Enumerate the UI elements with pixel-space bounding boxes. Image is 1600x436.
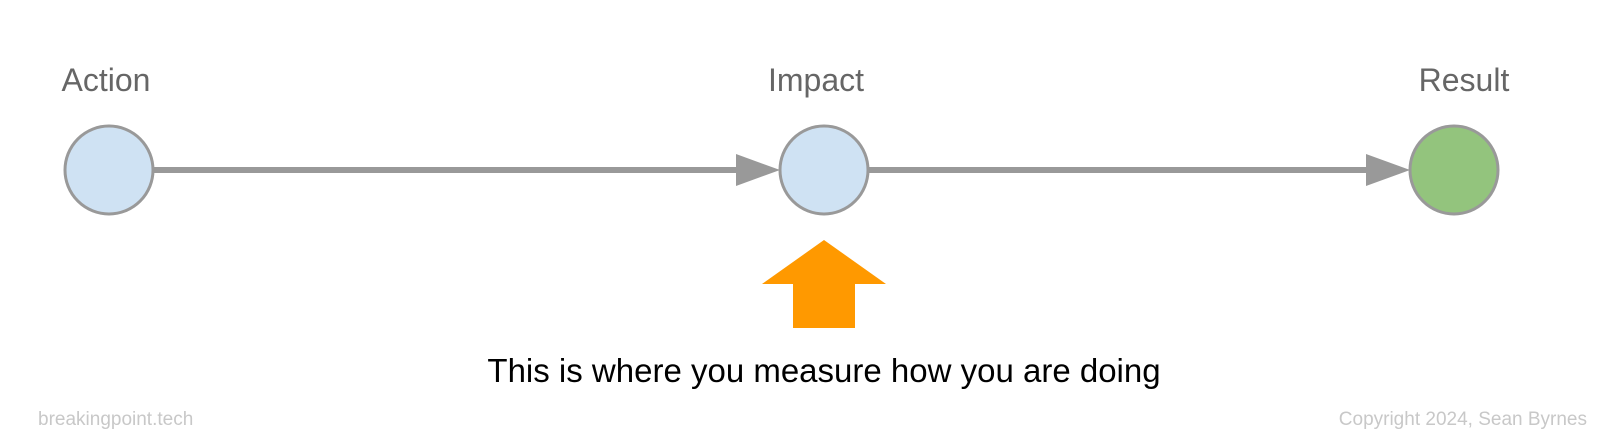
node-circle-action [63, 124, 155, 216]
edge-action-to-impact [152, 154, 780, 186]
node-label-impact: Impact [768, 62, 864, 98]
edge-impact-to-result [868, 154, 1410, 186]
node-label-result: Result [1419, 62, 1510, 98]
footer-copyright: Copyright 2024, Sean Byrnes [1339, 409, 1587, 430]
node-circle-result [1408, 124, 1500, 216]
node-result: Result [1408, 62, 1510, 216]
node-action: Action [62, 62, 155, 216]
node-circle-impact [778, 124, 870, 216]
footer-site: breakingpoint.tech [38, 409, 193, 430]
node-label-action: Action [62, 62, 151, 98]
arrowhead-icon [1366, 154, 1410, 186]
up-arrow-icon [762, 240, 886, 328]
arrowhead-icon [736, 154, 780, 186]
measure-caption: This is where you measure how you are do… [487, 352, 1160, 389]
node-impact: Impact [768, 62, 870, 216]
